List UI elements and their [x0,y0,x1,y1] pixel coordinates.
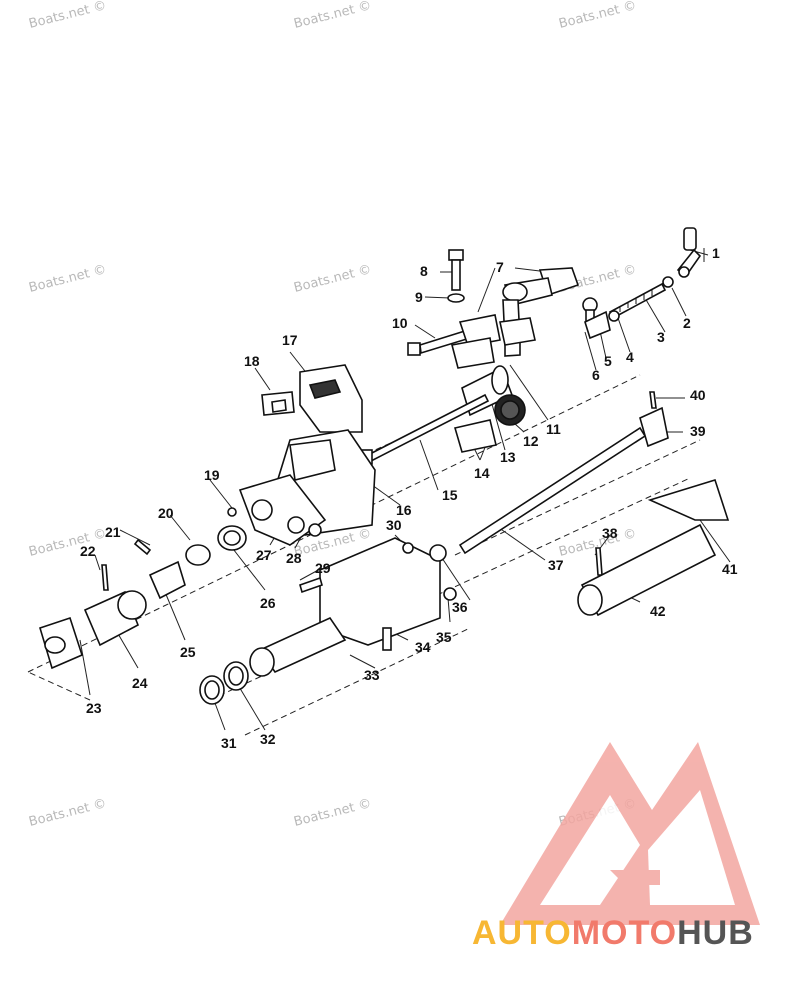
part-label-3: 3 [657,329,665,345]
part-label-13: 13 [500,449,516,465]
part-label-28: 28 [286,550,302,566]
part-label-39: 39 [690,423,706,439]
part-label-17: 17 [282,332,298,348]
part-label-22: 22 [80,543,96,559]
part-label-33: 33 [364,667,380,683]
part-label-10: 10 [392,315,408,331]
watermark-text: Boats.net © [557,0,638,32]
part-label-12: 12 [523,433,539,449]
watermark-text: Boats.net © [292,262,373,296]
part-label-1: 1 [712,245,720,261]
part-label-11: 11 [546,421,561,437]
part-label-36: 36 [452,599,468,615]
brand-auto: AUTO [472,914,572,952]
part-label-35: 35 [436,629,452,645]
watermark-text: Boats.net © [292,0,373,32]
part-label-8: 8 [420,263,428,279]
part-label-25: 25 [180,644,196,660]
part-label-31: 31 [221,735,237,751]
brand-moto: MOTO [571,914,678,952]
part-label-21: 21 [105,524,121,540]
part-label-9: 9 [415,289,423,305]
parts-drawing [39,227,730,705]
part-label-32: 32 [260,731,276,747]
part-label-29: 29 [315,560,331,576]
part-label-40: 40 [690,387,706,403]
part-label-14: 14 [474,465,490,481]
part-label-16: 16 [396,502,412,518]
part-label-23: 23 [86,700,102,716]
part-label-27: 27 [256,547,272,563]
watermark-text: Boats.net © [27,526,108,560]
watermark-text: Boats.net © [292,796,373,830]
logo-icon [500,742,760,925]
part-label-15: 15 [442,487,458,503]
part-number-labels: 1234567891011121314151617181920212223242… [80,245,738,751]
part-label-38: 38 [602,525,618,541]
part-label-7: 7 [496,259,504,275]
part-label-5: 5 [604,353,612,369]
part-label-4: 4 [626,349,634,365]
watermark-text: Boats.net © [27,262,108,296]
part-label-6: 6 [592,367,600,383]
part-label-30: 30 [386,517,402,533]
part-label-20: 20 [158,505,174,521]
part-label-42: 42 [650,603,666,619]
part-label-2: 2 [683,315,691,331]
brand-hub: HUB [677,914,754,952]
watermark-text: Boats.net © [27,796,108,830]
part-label-18: 18 [244,353,260,369]
part-label-26: 26 [260,595,276,611]
part-label-19: 19 [204,467,220,483]
watermark-text: Boats.net © [27,0,108,32]
part-label-34: 34 [415,639,431,655]
part-label-41: 41 [722,561,738,577]
part-label-24: 24 [132,675,148,691]
brand-wordmark: AUTOMOTOHUB [472,914,754,953]
part-label-37: 37 [548,557,564,573]
